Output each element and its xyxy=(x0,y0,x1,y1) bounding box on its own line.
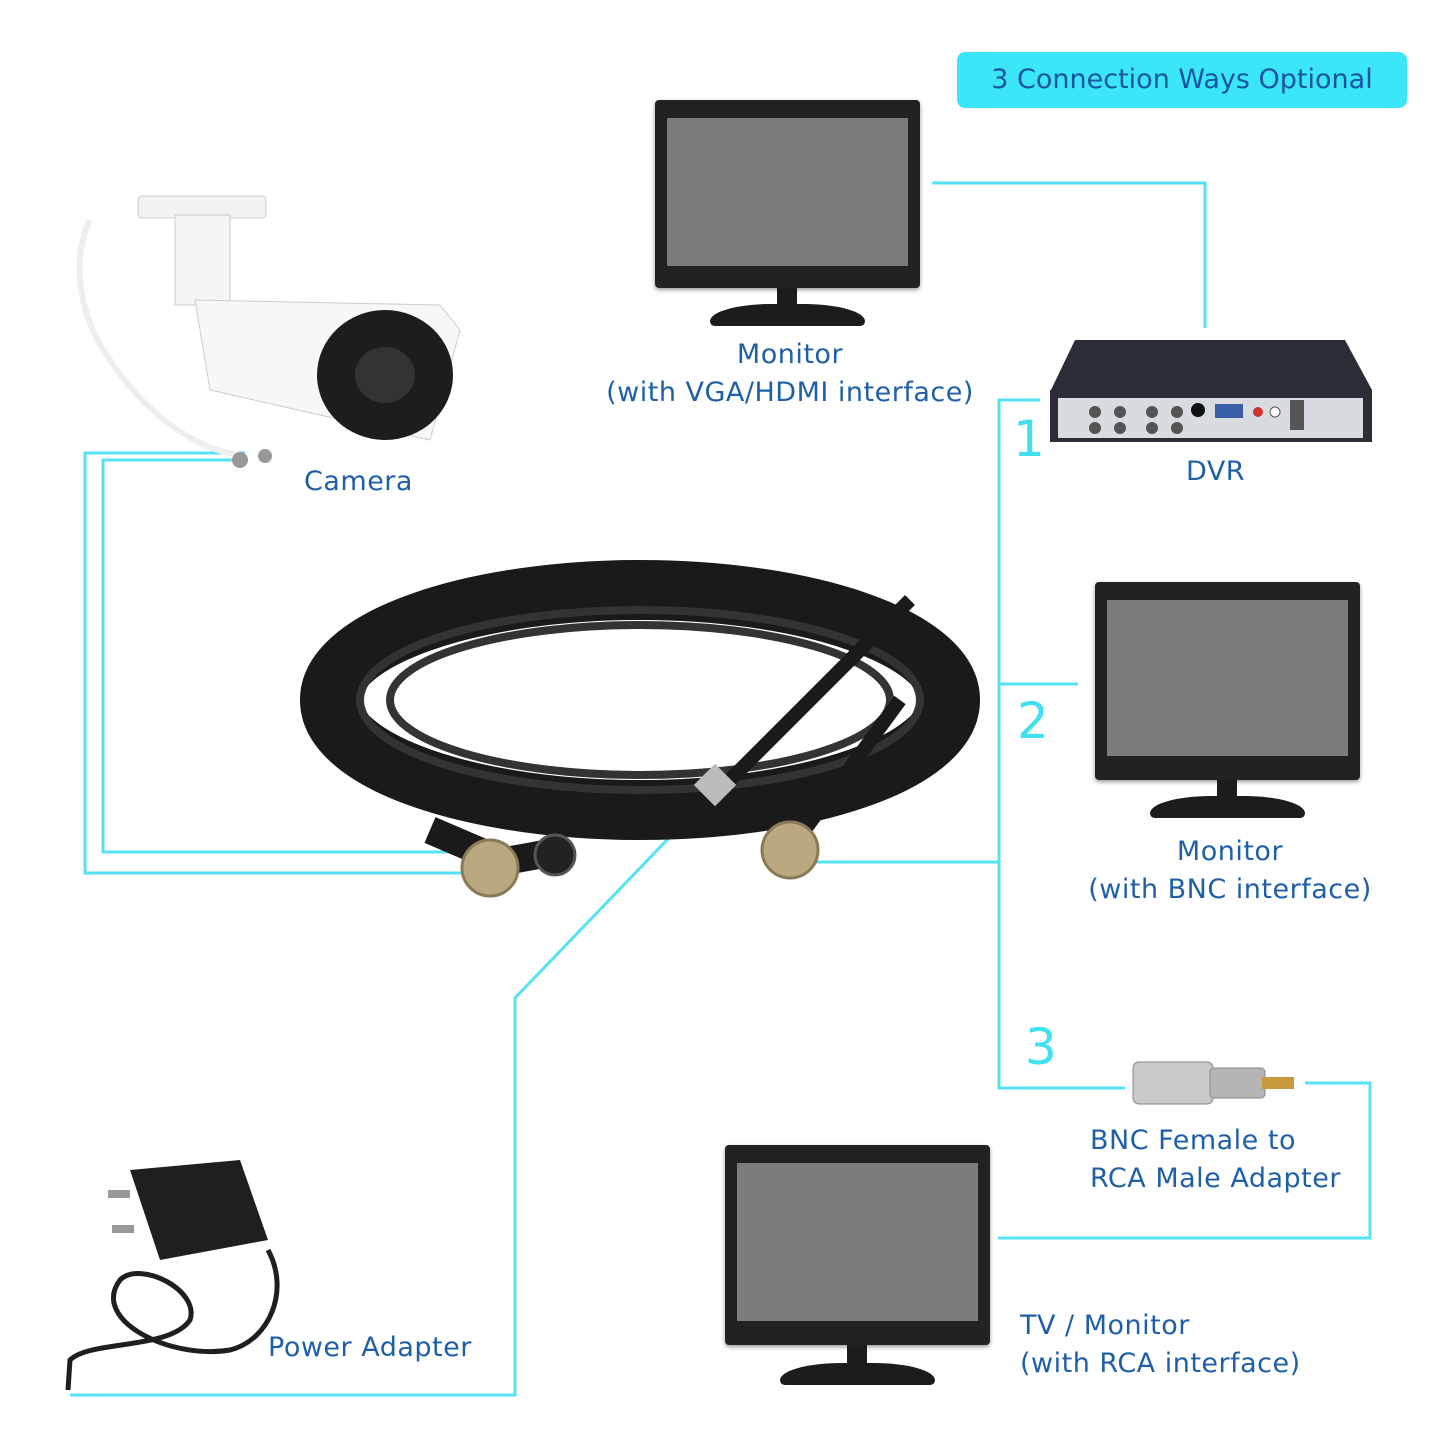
monitor-vga-subtitle: (with VGA/HDMI interface) xyxy=(606,377,974,408)
dvr-label: DVR xyxy=(1186,456,1246,487)
line-monitor-to-dvr xyxy=(932,181,1207,328)
monitor-bnc-title: Monitor xyxy=(1176,836,1284,867)
monitor-bnc-subtitle: (with BNC interface) xyxy=(1088,874,1372,905)
camera-image xyxy=(76,195,461,468)
connection-ways-badge: 3 Connection Ways Optional xyxy=(957,52,1407,108)
bnc-rca-adapter-image xyxy=(1132,1061,1294,1105)
line-adapter-to-tv xyxy=(998,1081,1372,1240)
power-adapter-label: Power Adapter xyxy=(268,1332,472,1363)
option-3-number: 3 xyxy=(1025,1018,1057,1076)
tv-monitor-image xyxy=(725,1145,990,1390)
power-adapter-image xyxy=(65,1160,280,1391)
monitor-bnc-image xyxy=(1095,582,1360,824)
dvr-image xyxy=(1050,340,1372,442)
line-camera-power xyxy=(101,458,555,854)
monitor-vga-image xyxy=(655,100,920,330)
monitor-vga-title: Monitor xyxy=(736,339,844,370)
cable-coil-image xyxy=(300,560,980,876)
adapter-label-line2: RCA Male Adapter xyxy=(1090,1163,1341,1194)
line-camera-video xyxy=(83,451,500,875)
tv-title: TV / Monitor xyxy=(1020,1310,1190,1341)
line-dvr-branch xyxy=(997,398,1125,1090)
line-power xyxy=(70,788,717,1397)
tv-subtitle: (with RCA interface) xyxy=(1020,1348,1301,1379)
adapter-label-line1: BNC Female to xyxy=(1090,1125,1296,1156)
option-2-number: 2 xyxy=(1017,692,1049,750)
option-1-number: 1 xyxy=(1013,410,1045,468)
camera-label: Camera xyxy=(304,466,413,497)
